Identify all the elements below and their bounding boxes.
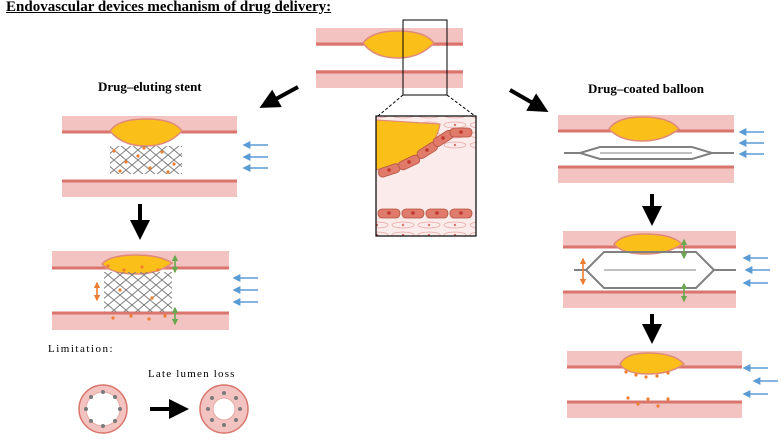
vessel-lower-wall bbox=[563, 291, 736, 308]
balloon-step-1 bbox=[558, 115, 764, 183]
stent-step-2 bbox=[52, 251, 258, 330]
lumen-ring-before bbox=[78, 384, 128, 434]
zoom-region-box bbox=[402, 19, 448, 96]
limitation-label: Limitation: bbox=[48, 343, 114, 355]
balloon-deflated bbox=[576, 146, 716, 160]
vessel-lower-wall bbox=[316, 70, 463, 88]
drug-coated-balloon-label: Drug–coated balloon bbox=[588, 81, 704, 96]
balloon-step-3 bbox=[567, 351, 778, 418]
vessel-lower-wall bbox=[52, 312, 229, 330]
balloon-inflated bbox=[584, 251, 716, 289]
flow-arrows bbox=[232, 274, 258, 306]
stent-crimped bbox=[110, 146, 182, 174]
stent-step-1 bbox=[62, 116, 268, 197]
zoom-guide-line bbox=[377, 94, 404, 117]
flow-arrows bbox=[742, 254, 770, 287]
drug-particles bbox=[624, 370, 670, 408]
top-center-vessel bbox=[316, 19, 476, 117]
endothelial-cells-upper bbox=[377, 127, 473, 178]
drug-particles bbox=[106, 264, 167, 321]
figure-title: Endovascular devices mechanism of drug d… bbox=[6, 0, 332, 15]
flow-arrows bbox=[742, 364, 778, 398]
late-lumen-loss-label: Late lumen loss bbox=[148, 368, 236, 380]
zoom-guide-line bbox=[446, 94, 476, 117]
pointer-arrow-left bbox=[259, 85, 299, 108]
plaque-compressed bbox=[100, 254, 174, 275]
plaque bbox=[109, 118, 183, 147]
vessel-lower-wall bbox=[567, 401, 742, 418]
drug-eluting-stent-label: Drug–eluting stent bbox=[98, 79, 202, 94]
flow-arrows bbox=[738, 128, 764, 158]
vessel-lower-wall bbox=[558, 166, 734, 183]
zoom-frame bbox=[375, 115, 477, 237]
flow-arrows bbox=[242, 141, 268, 172]
stent-expanded bbox=[104, 272, 172, 312]
plaque bbox=[362, 30, 435, 59]
zoom-inset bbox=[375, 115, 477, 237]
endothelial-cells-lower bbox=[377, 208, 473, 219]
plaque bbox=[608, 116, 681, 142]
tissue-layer bbox=[376, 218, 476, 236]
balloon-step-2 bbox=[563, 231, 770, 308]
vessel-lower-wall bbox=[62, 180, 237, 197]
drug-particles bbox=[112, 146, 176, 174]
pointer-arrow-right bbox=[509, 88, 549, 112]
lumen-ring-after bbox=[199, 384, 249, 434]
plaque-residual bbox=[619, 352, 686, 375]
